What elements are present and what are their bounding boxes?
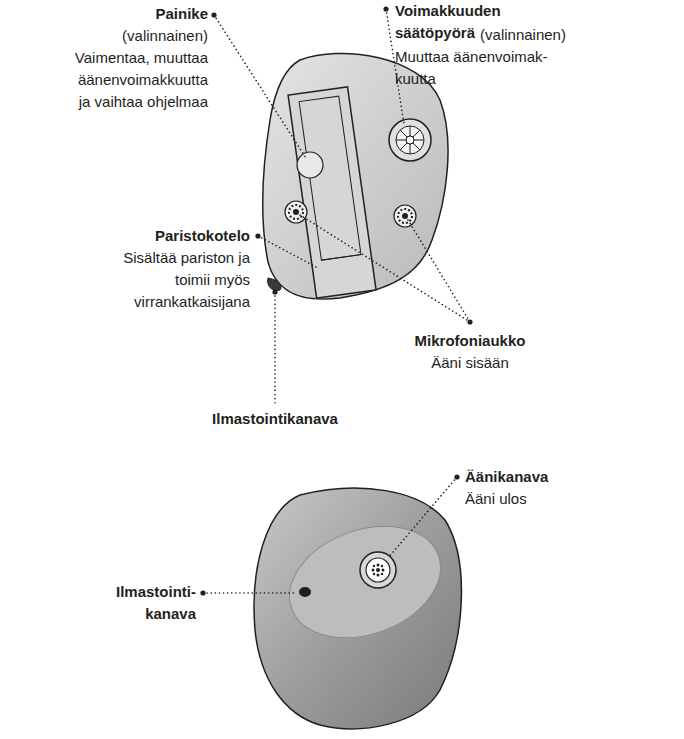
shell-top-view — [263, 53, 448, 299]
part-description: Sisältää pariston ja toimii myös virrank… — [105, 247, 250, 313]
part-description: Ääni ulos — [465, 488, 527, 510]
sound-outlet — [360, 552, 396, 588]
part-description: Vaimentaa, muuttaa äänenvoimakkuutta ja … — [68, 47, 208, 113]
part-name: Ilmastointikanava — [212, 408, 338, 430]
microphone-hole — [394, 205, 416, 227]
canal-tip — [274, 506, 456, 657]
part-name: Painike — [155, 3, 208, 25]
push-button — [297, 152, 323, 178]
part-name: Ilmastointi- kanava — [101, 581, 196, 625]
part-name: Mikrofoniaukko — [415, 330, 526, 352]
optional-note: (valinnainen) — [122, 25, 208, 47]
part-description: Muuttaa äänenvoimak- kuutta — [395, 46, 555, 90]
microphone-hole — [285, 201, 307, 223]
volume-wheel — [389, 119, 431, 161]
battery-door — [288, 87, 376, 298]
part-name: Paristokotelo — [155, 225, 250, 247]
shell-bottom-view — [254, 488, 461, 729]
vent-nub — [268, 278, 281, 290]
part-name: Äänikanava — [465, 466, 548, 488]
optional-note: (valinnainen) — [480, 24, 566, 46]
vent-hole — [299, 587, 311, 597]
part-description: Ääni sisään — [431, 352, 509, 374]
